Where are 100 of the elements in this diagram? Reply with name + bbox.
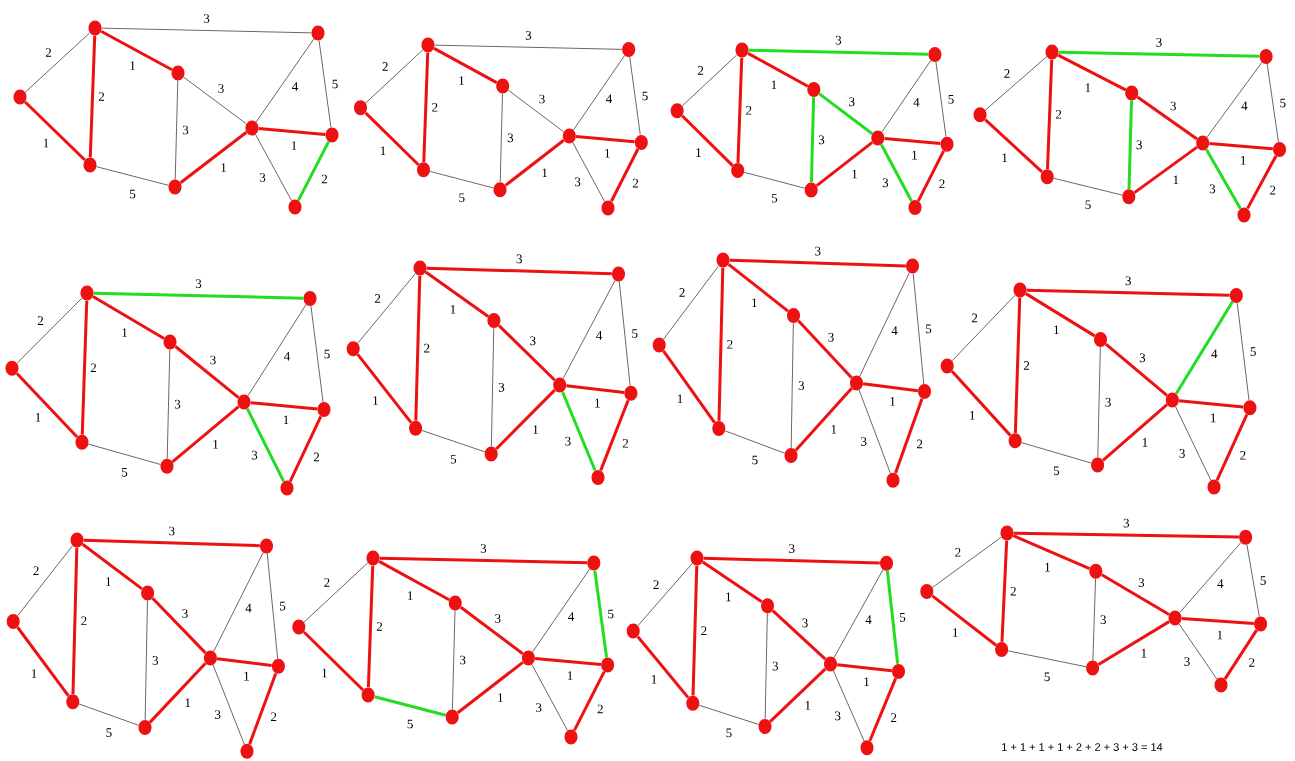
graph-edge — [1209, 142, 1273, 151]
edge-label: 4 — [913, 97, 920, 107]
edge-label: 2 — [1055, 110, 1062, 119]
graph-edge — [1246, 155, 1278, 210]
vertex-dot — [1094, 332, 1107, 347]
edge-label: 3 — [460, 655, 466, 665]
vertex-dot — [160, 458, 174, 474]
graph-edge — [769, 667, 827, 723]
graph-edge — [497, 324, 556, 382]
vertex-dot — [168, 179, 182, 195]
vertex-dot — [1168, 610, 1182, 626]
graph-edge — [422, 52, 430, 163]
graph-edge — [532, 568, 590, 653]
graph-edge — [318, 40, 332, 128]
edge-label: 4 — [596, 331, 603, 340]
graph-edge — [1097, 346, 1101, 458]
edge-label: 2 — [679, 288, 685, 297]
vertex-dot — [1045, 44, 1059, 60]
vertex-dot — [138, 720, 152, 736]
edge-label: 4 — [1217, 579, 1224, 588]
graph-edge — [1174, 301, 1234, 395]
edge-label: 5 — [1085, 200, 1091, 209]
vertex-dot — [1086, 660, 1100, 676]
graph-edge — [258, 127, 326, 136]
vertex-dot — [886, 472, 900, 488]
graph-edge — [1206, 62, 1263, 138]
graph-edge — [88, 35, 97, 158]
edge-label: 3 — [1123, 518, 1130, 528]
graph-edge — [456, 661, 524, 714]
graph-edge — [365, 49, 424, 104]
graph-edge — [1092, 578, 1096, 661]
edge-label: 3 — [565, 436, 571, 446]
vertex-dot — [80, 285, 94, 301]
graph-edge — [880, 143, 913, 202]
edge-label: 1 — [1141, 648, 1147, 658]
graph-edge — [859, 272, 910, 377]
graph-edge — [885, 570, 900, 664]
edge-label: 3 — [169, 526, 175, 536]
graph-edge — [366, 565, 375, 688]
graph-edge — [743, 172, 805, 189]
edge-label: 5 — [948, 95, 954, 104]
graph-edge — [682, 54, 738, 107]
graph-edge — [378, 560, 450, 601]
edge-label: 2 — [653, 580, 659, 589]
edge-label: 3 — [1138, 578, 1145, 587]
graph-edge — [24, 32, 91, 93]
graph-edge — [717, 267, 725, 421]
graph-edge — [88, 443, 161, 465]
graph-edge — [629, 56, 641, 136]
vertex-dot — [1089, 563, 1103, 579]
edge-label: 1 — [864, 677, 869, 686]
vertex-dot — [591, 469, 605, 485]
edge-label: 3 — [849, 97, 855, 107]
graph-edge — [748, 48, 929, 56]
edge-label: 1 — [890, 397, 895, 406]
vertex-dot — [626, 623, 640, 639]
graph-edge — [421, 430, 486, 453]
graph-edge — [248, 672, 278, 745]
graph-edge — [881, 60, 932, 133]
edge-label: 1 — [1173, 175, 1179, 185]
vertex-dot — [1273, 141, 1286, 157]
edge-label: 2 — [313, 452, 320, 462]
graph-edge — [78, 703, 139, 726]
edge-label: 1 — [130, 61, 135, 70]
edge-label: 1 — [213, 439, 218, 449]
edge-label: 3 — [539, 94, 545, 104]
edge-label: 5 — [130, 189, 136, 199]
edge-label: 1 — [970, 411, 975, 420]
graph-edge — [310, 305, 324, 403]
edge-label: 3 — [210, 355, 216, 365]
edge-label: 1 — [185, 698, 191, 708]
graph-edge — [255, 134, 292, 201]
edge-label: 2 — [432, 103, 438, 112]
edge-label: 3 — [215, 710, 221, 719]
vertex-dot — [141, 585, 155, 601]
edge-label: 3 — [772, 661, 779, 671]
graph-edge — [1097, 620, 1170, 666]
graph-edge — [1266, 63, 1279, 143]
vertex-dot — [587, 555, 601, 571]
graph-edge — [1101, 573, 1170, 616]
graph-edge — [736, 57, 744, 163]
vertex-dot — [564, 729, 578, 745]
edge-label: 2 — [98, 92, 105, 101]
graph-edge — [434, 44, 623, 50]
edge-label: 5 — [1044, 672, 1050, 682]
edge-label: 3 — [498, 382, 505, 392]
edge-label: 3 — [259, 173, 266, 182]
vertex-dot — [758, 719, 772, 734]
graph-edge — [148, 662, 207, 724]
graph-edge — [174, 80, 179, 180]
vertex-dot — [70, 532, 84, 548]
graph-edge — [701, 560, 763, 604]
graph-edge — [303, 562, 369, 623]
graph-edge — [794, 387, 853, 452]
graph-edge — [491, 328, 495, 447]
edge-label: 2 — [939, 179, 945, 189]
vertex-dot — [906, 258, 919, 274]
edge-label: 1 — [542, 168, 548, 178]
graph-edge — [809, 97, 816, 183]
edge-label: 4 — [606, 94, 613, 104]
